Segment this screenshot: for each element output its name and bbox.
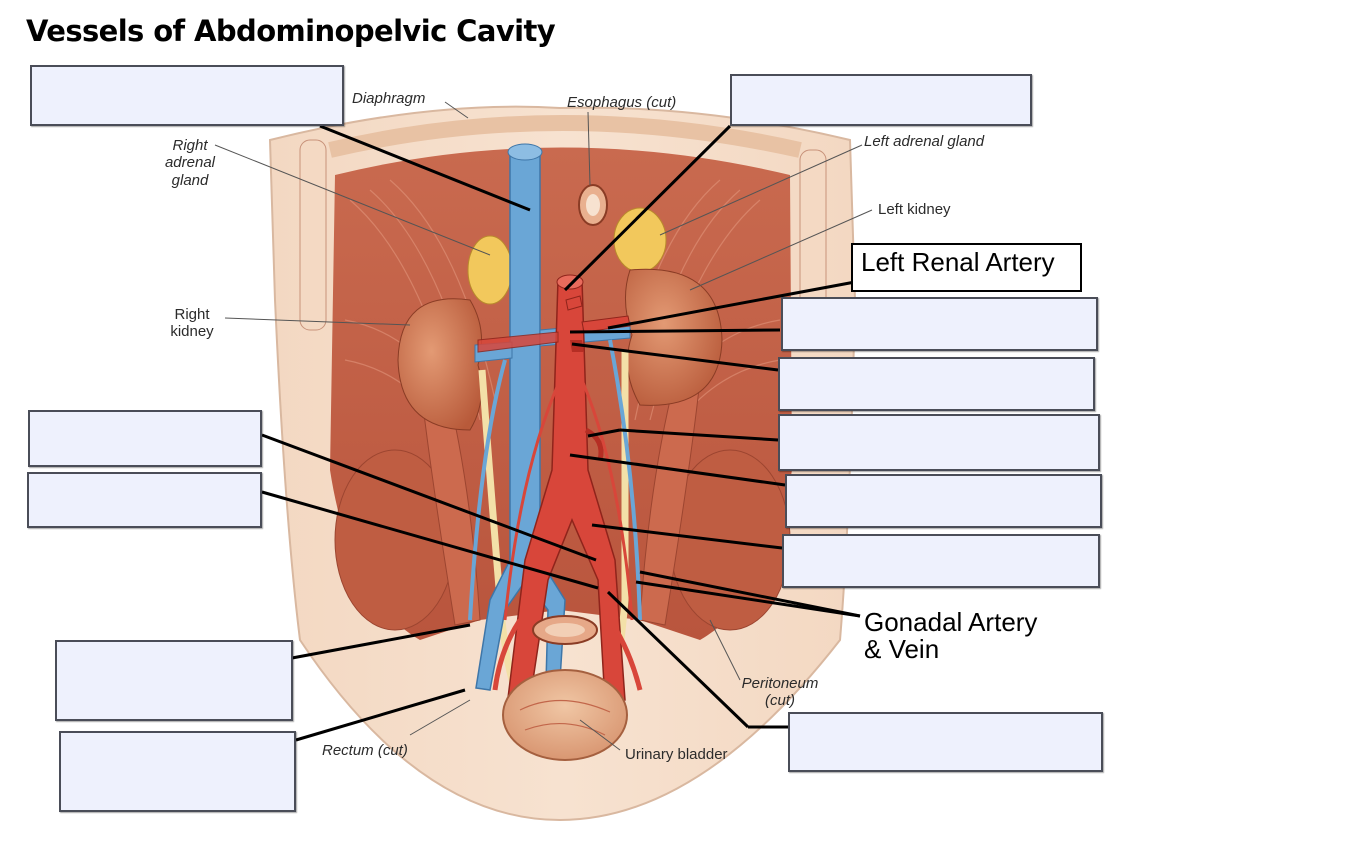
right-kidney-label-line-2: kidney (170, 323, 214, 341)
right-adrenal-label-line-1: Right (172, 137, 208, 154)
answer-blank-12[interactable] (788, 712, 1103, 772)
right-gonadal-artery (503, 379, 562, 621)
inferior-mesenteric-artery (584, 427, 604, 461)
right-internal-iliac (492, 618, 523, 691)
left-adrenal-label: Left adrenal gland (864, 133, 985, 150)
right-psoas (419, 359, 481, 626)
ivc-cut-top (507, 143, 543, 161)
right-kidney-label-line-1: Right (174, 306, 210, 323)
answer-blank-1[interactable] (30, 65, 344, 126)
abdominal-aorta (507, 279, 626, 703)
answer-blank-11[interactable] (59, 731, 296, 812)
celiac-trunk (565, 295, 583, 311)
gonadal-label-line-1: Gonadal Artery (864, 607, 1038, 637)
answer-blank-9[interactable] (27, 472, 262, 528)
peritoneum-label-line-2: (cut) (765, 692, 795, 710)
urinary-bladder-label: Urinary bladder (625, 746, 728, 763)
right-ureter (478, 369, 519, 692)
peritoneum-label-line-1: Peritoneum (741, 675, 819, 692)
answer-blank-3[interactable] (781, 297, 1098, 351)
answer-blank-2[interactable] (730, 74, 1032, 126)
left-kidney-label: Left kidney (878, 201, 951, 218)
answer-blank-4[interactable] (778, 357, 1095, 411)
left-renal-artery (581, 315, 631, 333)
right-adrenal-label: Right adrenal gland (160, 137, 220, 189)
answer-leader-lines (261, 124, 861, 742)
peritoneum-label: Peritoneum (cut) (732, 675, 828, 710)
page-title: Vessels of Abdominopelvic Cavity (26, 14, 556, 48)
right-rib-strip (299, 139, 327, 331)
right-kidney-label: Right kidney (160, 306, 224, 341)
answer-blank-8[interactable] (28, 410, 262, 467)
answer-blank-5[interactable] (778, 414, 1100, 471)
right-gonadal-vein (468, 359, 507, 621)
answer-blank-6[interactable] (785, 474, 1102, 528)
right-renal-artery (477, 331, 559, 353)
left-adrenal (613, 207, 667, 273)
esophagus-label: Esophagus (cut) (567, 94, 677, 111)
answer-blank-7[interactable] (782, 534, 1100, 588)
urinary-bladder (502, 669, 628, 761)
gonadal-label-line-2: & Vein (864, 634, 940, 664)
right-adrenal-label-line-2: adrenal (164, 154, 216, 172)
left-gonadal-artery (580, 379, 634, 621)
left-internal-iliac (607, 618, 643, 691)
right-adrenal (467, 235, 513, 305)
diaphragm-label: Diaphragm (352, 90, 426, 107)
diaphragm-rim (328, 115, 802, 158)
left-renal-artery-label: Left Renal Artery (851, 243, 1082, 292)
rectum-label: Rectum (cut) (322, 742, 408, 759)
answer-blank-10[interactable] (55, 640, 293, 721)
printed-leader-lines (214, 101, 873, 751)
right-adrenal-label-line-3: gland (171, 171, 209, 189)
